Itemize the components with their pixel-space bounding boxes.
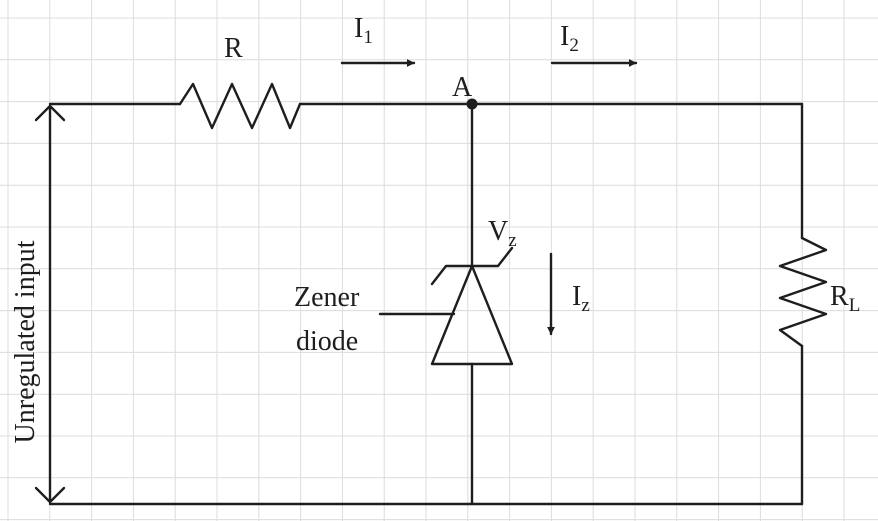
label-node-a: A	[452, 72, 473, 103]
label-rl-sub: L	[849, 295, 861, 316]
label-unregulated-input: Unregulated input	[10, 240, 41, 443]
label-i2-sub: 2	[569, 35, 579, 56]
label-iz: Iz	[572, 281, 590, 316]
label-zener-line2: diode	[296, 326, 358, 357]
label-i2-main: I	[560, 21, 569, 52]
label-r: R	[224, 33, 243, 64]
label-i2: I2	[560, 21, 579, 56]
label-iz-sub: z	[581, 295, 589, 316]
label-i1-sub: 1	[363, 27, 373, 48]
label-i1-main: I	[354, 13, 363, 44]
label-vz-sub: z	[508, 230, 516, 251]
label-i1: I1	[354, 13, 373, 48]
resistor-r	[178, 82, 302, 130]
label-vz: Vz	[488, 216, 517, 251]
label-rl-main: R	[830, 281, 849, 312]
label-vz-main: V	[488, 216, 508, 247]
label-zener-line1: Zener	[294, 282, 360, 313]
input-arrow-head-bottom	[34, 486, 66, 504]
zener-diode-bar	[430, 246, 514, 286]
label-rl: RL	[830, 281, 860, 316]
label-iz-main: I	[572, 281, 581, 312]
resistor-rl	[778, 236, 828, 348]
input-arrow-head-top	[34, 104, 66, 122]
